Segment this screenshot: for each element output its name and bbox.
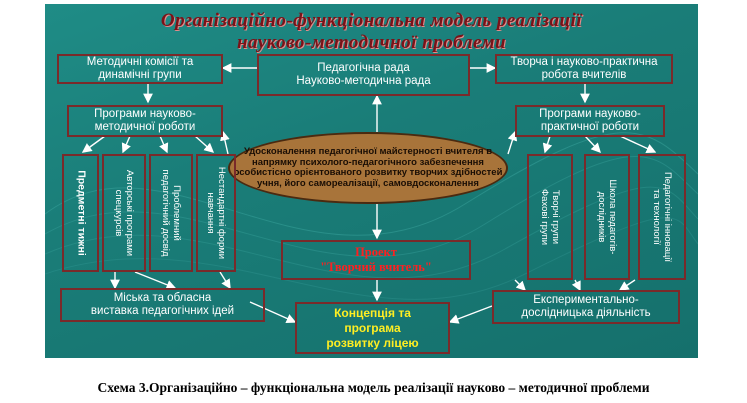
diagram-title-line-2: науково-методичної проблеми [236,32,507,53]
central-goal-oval: Удосконалення педагогічної майстерності … [228,132,508,204]
diagram-slide: Організаційно-функціональна модель реалі… [45,4,698,358]
practical-programs-box: Програми науково-практичної роботи [515,105,665,137]
methodical-programs-box: Програми науково-методичної роботи [67,105,223,137]
experimental-activity-box: Експериментально-дослідницька діяльність [492,290,680,324]
researchers-school-box: Школа педагогів-дослідників [584,154,630,280]
subject-weeks-box: Предметні тижні [62,154,99,272]
creative-teacher-project-box: Проект"Творчий вчитель" [281,240,471,280]
figure-caption: Схема 3.Організаційно – функціональна мо… [97,380,650,395]
diagram-title-line-1: Організаційно-функціональна модель реалі… [160,10,583,31]
